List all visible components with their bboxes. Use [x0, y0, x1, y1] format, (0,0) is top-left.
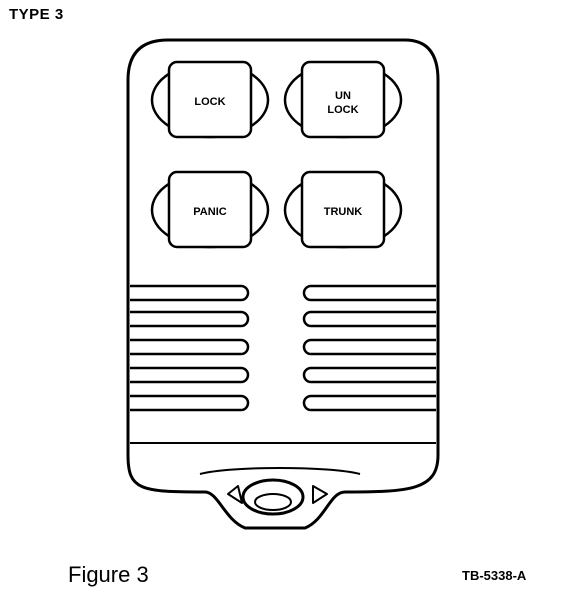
key-ring-recess	[199, 467, 361, 475]
right-arrow-icon	[312, 485, 328, 504]
trunk-button-label: TRUNK	[324, 206, 363, 218]
grille-slot	[130, 338, 250, 356]
panic-button-label: PANIC	[193, 206, 226, 218]
grille-slot	[130, 310, 250, 328]
panic-button-square	[167, 170, 253, 249]
grille-slot	[302, 284, 436, 302]
panic-button[interactable]: PANIC	[150, 170, 270, 249]
led-inner-ring	[254, 493, 292, 511]
left-arrow-icon	[227, 485, 243, 504]
grille-slot	[130, 366, 250, 384]
unlock-button[interactable]: UN LOCK	[283, 60, 403, 139]
lock-button[interactable]: LOCK	[150, 60, 270, 139]
grille-slot	[302, 394, 436, 412]
grille-slot	[302, 366, 436, 384]
grille-slot	[302, 310, 436, 328]
unlock-button-label-line2: LOCK	[327, 104, 358, 116]
trunk-button[interactable]: TRUNK	[283, 170, 403, 249]
grille-slot	[130, 284, 250, 302]
lock-button-square	[167, 60, 253, 139]
figure-caption: Figure 3	[68, 562, 149, 587]
unlock-button-label-line1: UN	[335, 90, 351, 102]
left-speaker-grille	[130, 284, 250, 412]
grille-slot	[302, 338, 436, 356]
type-label: TYPE 3	[9, 6, 64, 23]
reference-code: TB-5338-A	[462, 568, 527, 583]
trunk-button-square	[300, 170, 386, 249]
unlock-button-square	[300, 60, 386, 139]
remote-body-outline	[126, 38, 440, 530]
right-speaker-grille	[302, 284, 436, 412]
led-indicator	[241, 478, 305, 516]
lock-button-label: LOCK	[194, 96, 225, 108]
grille-slot	[130, 394, 250, 412]
